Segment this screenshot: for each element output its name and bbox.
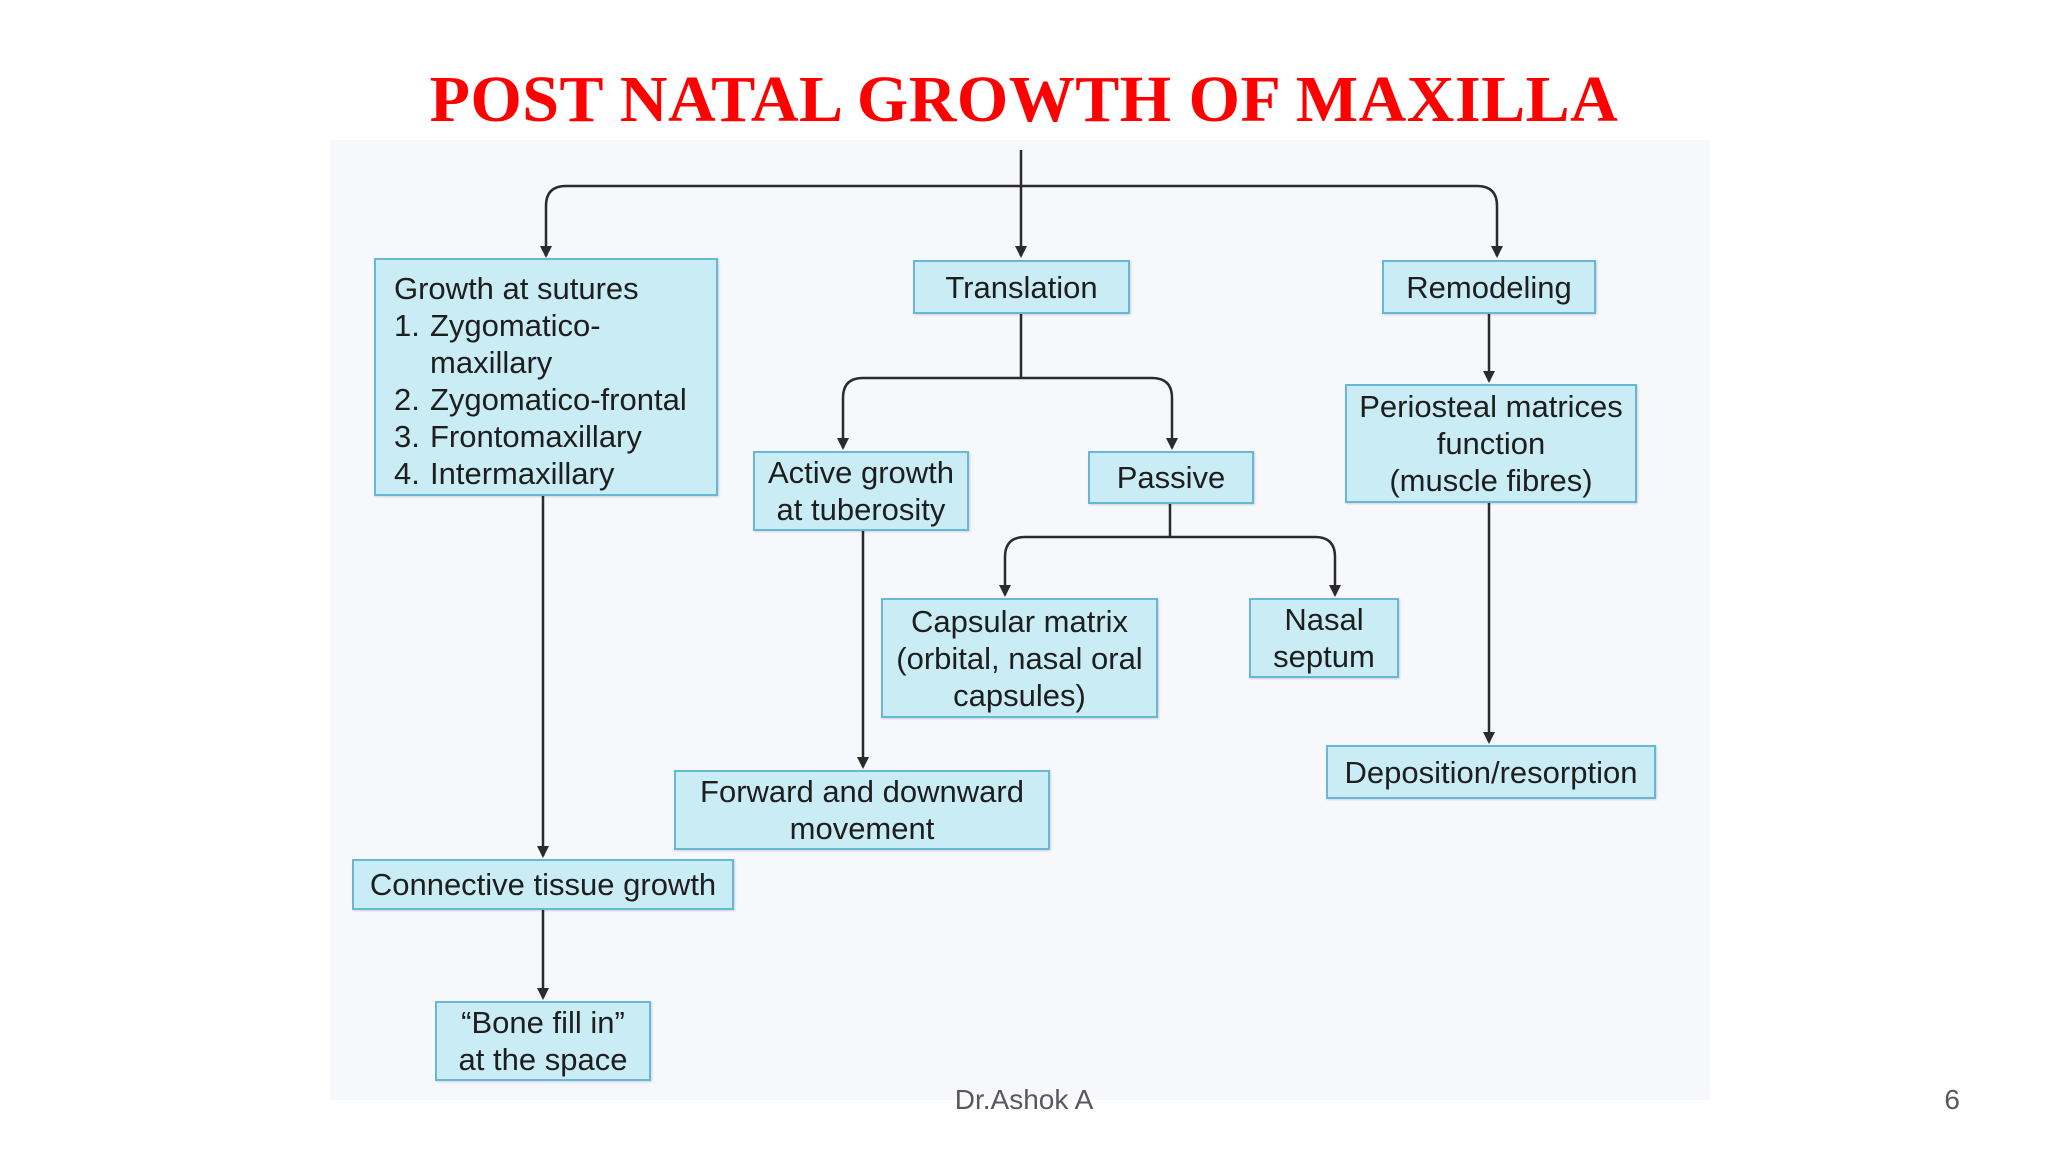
active-growth-box: Active growth at tuberosity (753, 451, 969, 531)
periosteal-matrices-box: Periosteal matrices function (muscle fib… (1345, 384, 1637, 503)
page-number: 6 (1944, 1084, 1960, 1115)
bone-fill-box: “Bone fill in” at the space (435, 1001, 651, 1081)
passive-box: Passive (1088, 451, 1254, 504)
translation-box: Translation (913, 260, 1130, 314)
capsular-matrix-box: Capsular matrix (orbital, nasal oral cap… (881, 598, 1158, 718)
top-branch-left (540, 184, 1021, 258)
sutures-list-item: 3.Frontomaxillary (394, 419, 642, 454)
footer-author: Dr.Ashok A (954, 1084, 1094, 1115)
sutures-list-item: 4.Intermaxillary (394, 456, 615, 491)
sutures-list: 1.Zygomatico- maxillary 2.Zygomatico-fro… (394, 307, 687, 492)
branch-active (837, 376, 1021, 450)
connective-tissue-box: Connective tissue growth (352, 859, 734, 910)
remodeling-box: Remodeling (1382, 260, 1596, 314)
branch-passive (1021, 376, 1178, 450)
sutures-list-item: 1.Zygomatico- maxillary (394, 308, 601, 380)
nasal-septum-box: Nasal septum (1249, 598, 1399, 678)
branch-capsular (999, 535, 1170, 597)
branch-nasal (1170, 535, 1341, 597)
sutures-list-item: 2.Zygomatico-frontal (394, 382, 687, 417)
top-branch-right (1021, 184, 1503, 258)
slide-title: POST NATAL GROWTH OF MAXILLA (429, 63, 1619, 136)
growth-at-sutures-box: Growth at sutures 1.Zygomatico- maxillar… (374, 258, 718, 496)
forward-downward-box: Forward and downward movement (674, 770, 1050, 850)
deposition-resorption-box: Deposition/resorption (1326, 745, 1656, 799)
sutures-heading: Growth at sutures (394, 271, 639, 306)
